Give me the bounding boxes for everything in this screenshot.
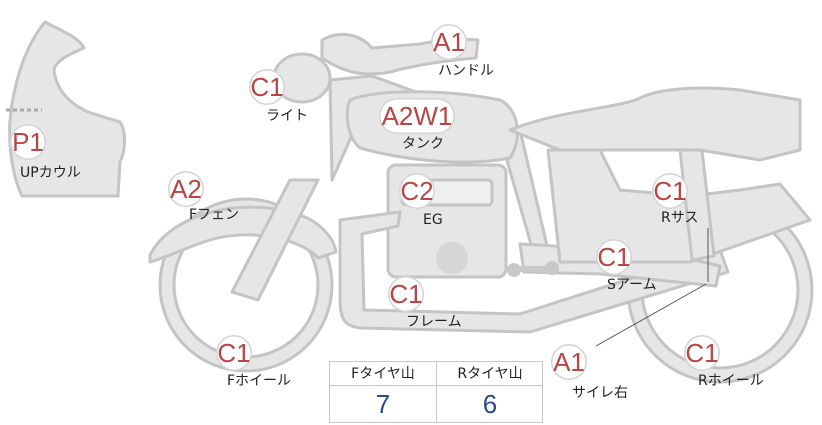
grade-badge-sarm[interactable]: C1 [596, 239, 632, 275]
label-fwheel: Fホイール [227, 373, 292, 389]
grade-badge-fwheel[interactable]: C1 [216, 335, 252, 371]
front-tread-header: Fタイヤ山 [330, 362, 436, 386]
grade-badge-sidecover[interactable]: A1 [551, 344, 587, 380]
front-tread-value: 7 [375, 389, 391, 419]
rear-tread-header: Rタイヤ山 [437, 362, 543, 386]
grade-badge-engine[interactable]: C2 [399, 173, 435, 209]
label-ffender: Fフェン [189, 207, 240, 223]
rear-shock-shape [678, 148, 716, 262]
label-rsus: Rサス [661, 210, 699, 226]
label-rwheel: Rホイール [698, 373, 764, 389]
tire-tread-table: Fタイヤ山 Rタイヤ山 7 6 [329, 361, 543, 423]
grade-badge-light[interactable]: C1 [249, 69, 285, 105]
label-engine: EG [423, 212, 443, 228]
grade-badge-rsus[interactable]: C1 [652, 173, 688, 209]
grade-badge-handle[interactable]: A1 [431, 24, 467, 60]
exhaust-shape [338, 210, 730, 334]
label-upcowl: UPカウル [20, 165, 81, 181]
table-divider [436, 362, 437, 422]
label-sarm: Sアーム [607, 277, 657, 293]
label-handle: ハンドル [438, 63, 494, 79]
rear-tread-value: 6 [482, 389, 498, 419]
grade-badge-upcowl[interactable]: P1 [10, 124, 46, 160]
label-frame: フレーム [406, 314, 462, 330]
label-tank: タンク [402, 136, 444, 152]
label-sidecover: サイレ右 [572, 385, 628, 401]
grade-badge-tank[interactable]: A2W1 [379, 98, 455, 134]
front-fork-shape [230, 178, 320, 302]
grade-badge-ffender[interactable]: A2 [168, 171, 204, 207]
grade-badge-frame[interactable]: C1 [388, 276, 424, 312]
grade-badge-rwheel[interactable]: C1 [684, 335, 720, 371]
seat-shape [508, 86, 802, 162]
label-light: ライト [266, 108, 308, 124]
